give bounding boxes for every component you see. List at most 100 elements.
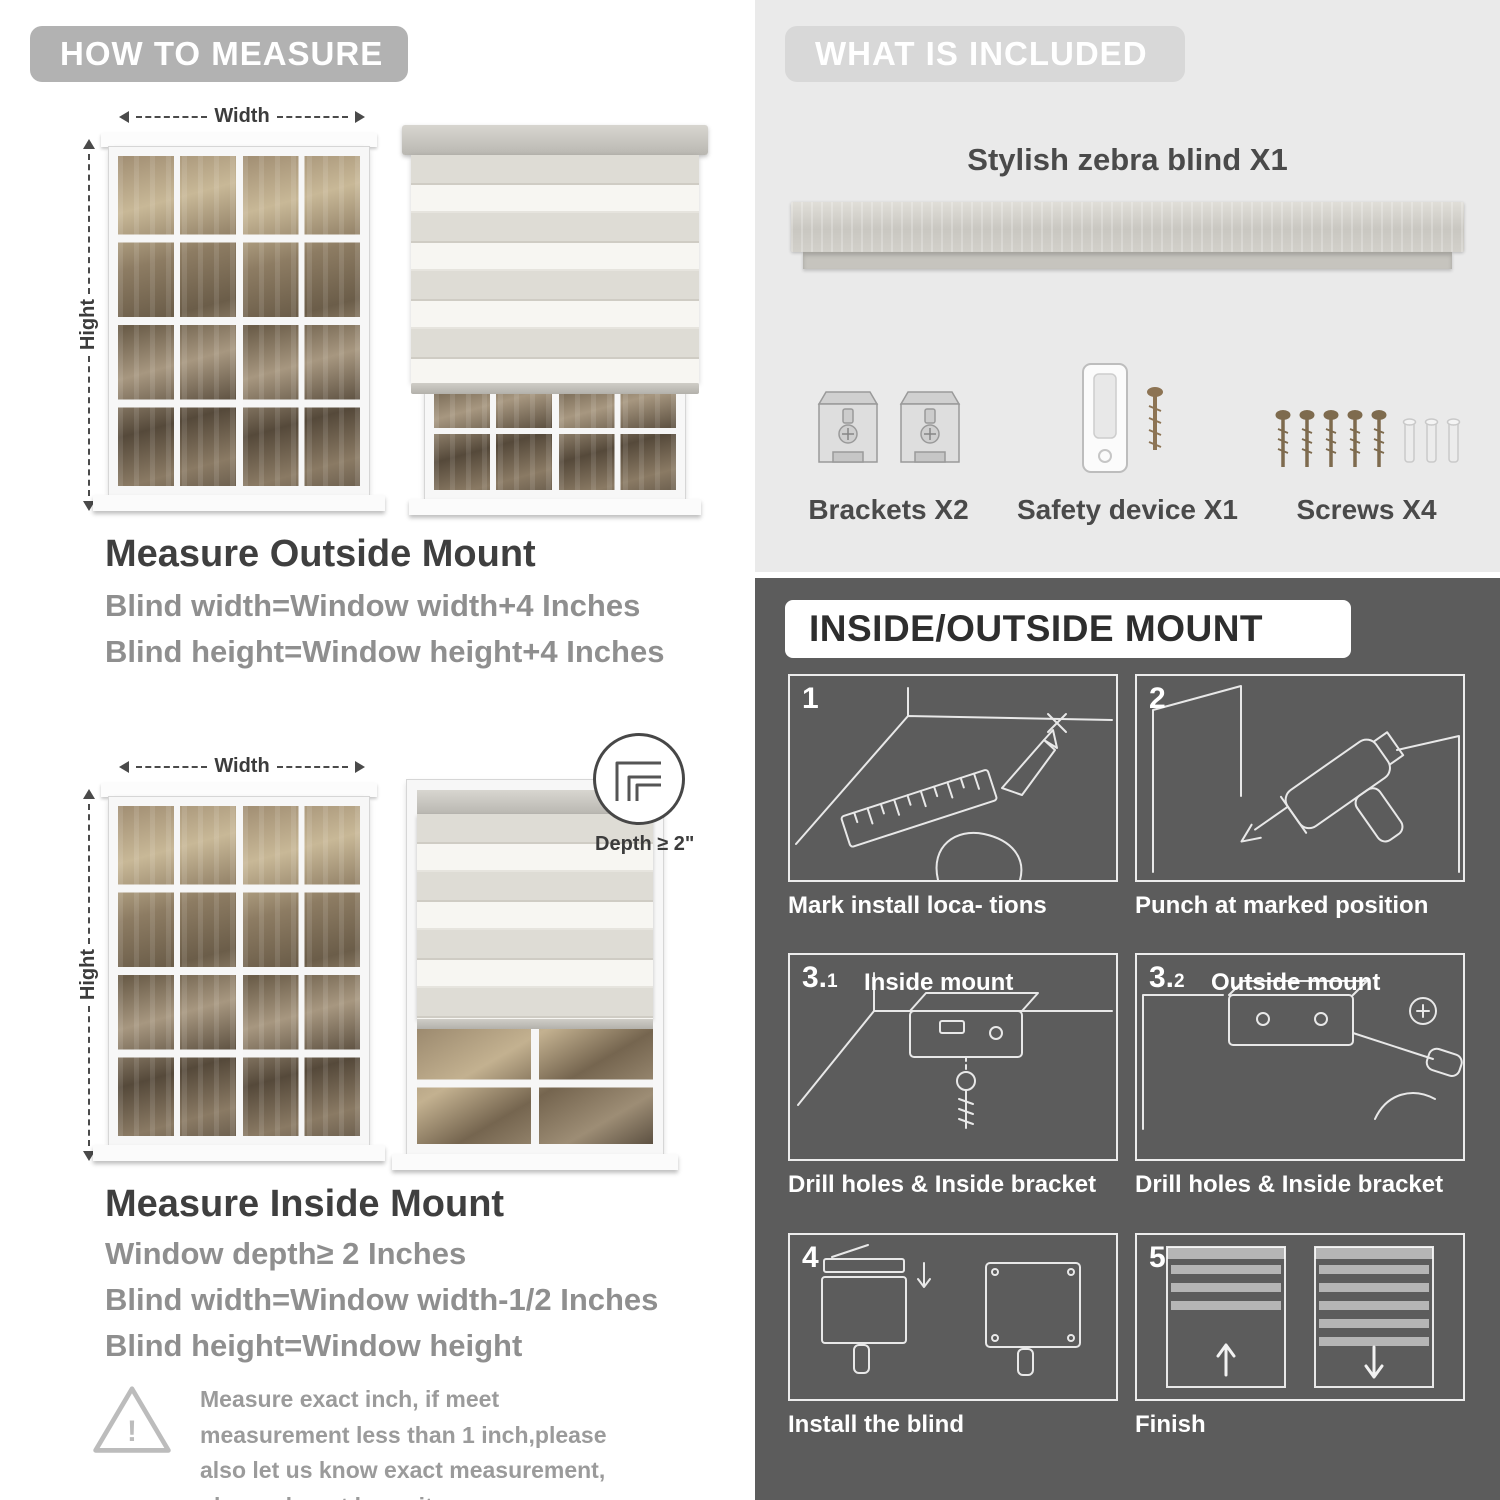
window-top-sill bbox=[101, 133, 377, 147]
step-number: 3.1 bbox=[802, 961, 838, 994]
step-2-panel: 2 bbox=[1135, 674, 1465, 882]
outside-mount-blind bbox=[402, 125, 708, 515]
warning-triangle-icon: ! bbox=[93, 1386, 171, 1453]
outside-mount-title: Measure Outside Mount bbox=[105, 533, 536, 575]
safety-device-icon bbox=[1081, 363, 1163, 473]
window-frame bbox=[406, 779, 664, 1155]
finish-illustration bbox=[1166, 1246, 1434, 1388]
window-top-sill bbox=[101, 783, 377, 797]
arrowhead-left-icon bbox=[119, 760, 129, 773]
inside-rule-width: Blind width=Window width-1/2 Inches bbox=[105, 1282, 659, 1317]
inside-outside-mount-panel: INSIDE/OUTSIDE MOUNT 1 bbox=[755, 578, 1500, 1500]
blind-bottom-rail bbox=[411, 383, 699, 394]
window-photo bbox=[93, 783, 385, 1161]
included-item-safety-device: Safety device X1 bbox=[1008, 328, 1247, 526]
window-bottom-sill bbox=[409, 499, 701, 515]
inside-outside-mount-banner: INSIDE/OUTSIDE MOUNT bbox=[785, 600, 1351, 658]
dashed-line bbox=[87, 154, 90, 295]
window-casement bbox=[118, 806, 236, 1136]
width-arrow: Width bbox=[119, 755, 366, 778]
zebra-blind-item-label: Stylish zebra blind X1 bbox=[967, 142, 1288, 177]
blind-cassette bbox=[402, 125, 708, 155]
step-4-caption: Install the blind bbox=[788, 1411, 965, 1438]
safety-device-label: Safety device X1 bbox=[1016, 494, 1239, 525]
frame-corner-icon bbox=[615, 761, 661, 801]
step-2-caption: Punch at marked position bbox=[1135, 892, 1429, 919]
height-arrow: Hight bbox=[77, 789, 100, 1161]
safety-device-art bbox=[1073, 328, 1183, 478]
inside-rule-height: Blind height=Window height bbox=[105, 1328, 523, 1363]
dashed-line bbox=[87, 804, 90, 945]
how-to-measure-section: HOW TO MEASURE Width Hight bbox=[30, 26, 735, 1500]
step-3-1-panel: 3.1 Inside mount bbox=[788, 953, 1118, 1161]
outside-mount-figure: Width Hight bbox=[75, 105, 715, 525]
depth-detail-circle bbox=[593, 733, 685, 825]
step-3-2-panel: 3.2 Outside mount bbox=[1135, 953, 1465, 1161]
mark-locations-illustration bbox=[795, 687, 1113, 880]
step-number: 1 bbox=[802, 682, 819, 715]
arrowhead-left-icon bbox=[119, 110, 129, 123]
inside-bracket-illustration bbox=[797, 972, 1113, 1129]
blind-bottom-rail bbox=[417, 1019, 653, 1029]
window-bottom-sill bbox=[93, 495, 385, 511]
arrowhead-up-icon bbox=[82, 789, 95, 799]
zebra-blind-headrail bbox=[791, 202, 1464, 269]
what-is-included-panel: WHAT IS INCLUDED Stylish zebra blind X1 bbox=[755, 0, 1500, 572]
step-number: 3.2 bbox=[1149, 961, 1185, 994]
step-5-caption: Finish bbox=[1135, 1411, 1206, 1438]
width-arrow: Width bbox=[119, 105, 366, 128]
step-4-panel: 4 bbox=[788, 1233, 1118, 1401]
inside-mount-blind bbox=[391, 779, 679, 1170]
window-bottom-sill bbox=[391, 1154, 679, 1170]
brackets-label: Brackets X2 bbox=[808, 494, 969, 525]
zebra-blind-shade bbox=[411, 155, 699, 383]
headrail-bar bbox=[791, 202, 1464, 252]
brackets-icon bbox=[817, 391, 960, 463]
window-photo bbox=[93, 133, 385, 511]
step-5-panel: 5 bbox=[1135, 1233, 1465, 1401]
screws-art bbox=[1269, 328, 1465, 478]
outside-rule-width: Blind width=Window width+4 Inches bbox=[105, 588, 641, 623]
arrowhead-up-icon bbox=[82, 139, 95, 149]
dashed-line bbox=[136, 115, 208, 118]
dashed-line bbox=[87, 1005, 90, 1146]
zebra-blind-shade bbox=[417, 814, 653, 1019]
screws-icon bbox=[1275, 410, 1460, 467]
width-label: Width bbox=[214, 105, 270, 127]
step-1-panel: 1 bbox=[788, 674, 1118, 882]
step-number: 2 bbox=[1149, 682, 1166, 715]
window-panes bbox=[417, 1029, 653, 1144]
step-1-caption: Mark install loca- tions bbox=[788, 892, 1047, 919]
height-label: Hight bbox=[77, 299, 99, 351]
window-frame bbox=[108, 796, 370, 1146]
outside-bracket-illustration bbox=[1142, 980, 1463, 1130]
dashed-line bbox=[136, 765, 208, 768]
inside-mount-figure: Width Hight bbox=[75, 733, 735, 1177]
warning-mark: ! bbox=[127, 1415, 137, 1448]
step-number: 4 bbox=[802, 1241, 819, 1274]
window-casement bbox=[118, 156, 236, 486]
step-title: Inside mount bbox=[864, 969, 1014, 996]
what-is-included-title: WHAT IS INCLUDED bbox=[815, 35, 1148, 72]
screws-label: Screws X4 bbox=[1296, 494, 1437, 525]
right-section: WHAT IS INCLUDED Stylish zebra blind X1 bbox=[755, 0, 1500, 1500]
height-arrow: Hight bbox=[77, 139, 100, 511]
dashed-line bbox=[276, 765, 349, 768]
measurement-warning: ! Measure exact inch, if meet measuremen… bbox=[90, 1382, 665, 1500]
included-item-brackets: Brackets X2 bbox=[769, 328, 1008, 526]
arrowhead-down-icon bbox=[82, 1151, 95, 1161]
step-3-2-caption: Drill holes & Inside bracket bbox=[1135, 1171, 1444, 1198]
included-item-screws: Screws X4 bbox=[1247, 328, 1486, 526]
window-frame bbox=[108, 146, 370, 496]
width-label: Width bbox=[214, 755, 270, 777]
step-3-1-caption: Drill holes & Inside bracket bbox=[788, 1171, 1097, 1198]
included-items-row: Brackets X2 Safety device X1 bbox=[769, 328, 1486, 526]
install-blind-illustration bbox=[821, 1244, 1081, 1376]
arrowhead-right-icon bbox=[355, 760, 366, 773]
how-to-measure-banner: HOW TO MEASURE bbox=[30, 26, 408, 82]
drill-illustration bbox=[1152, 685, 1460, 873]
arrowhead-down-icon bbox=[82, 501, 95, 511]
window-casement bbox=[242, 806, 360, 1136]
inside-mount-title: Measure Inside Mount bbox=[105, 1183, 505, 1225]
